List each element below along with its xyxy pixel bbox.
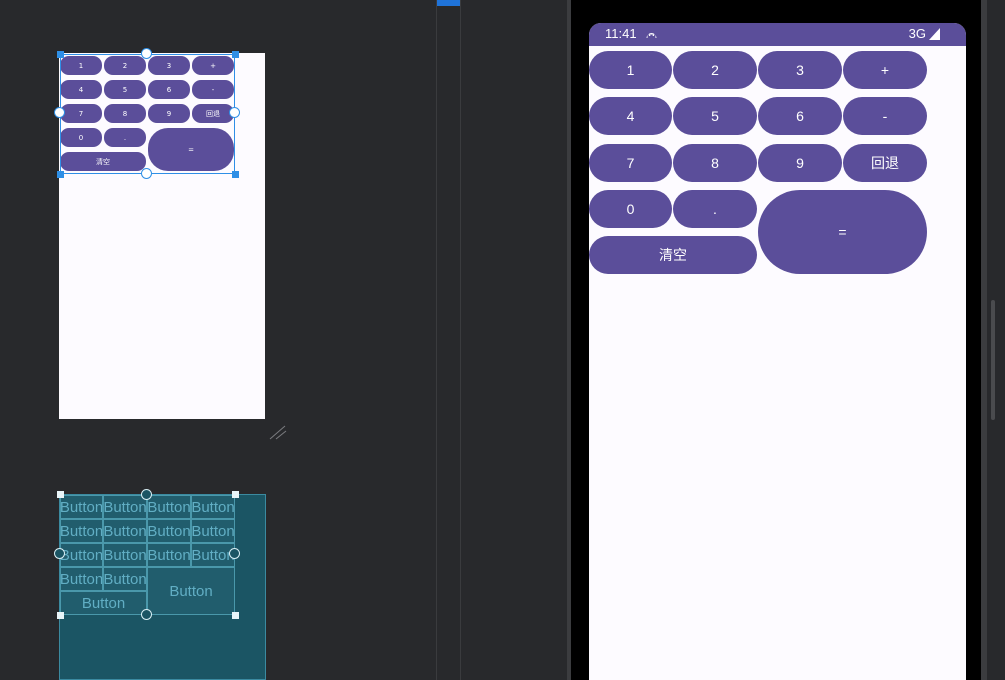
calc-button-6[interactable]: 6 bbox=[758, 97, 842, 135]
design-button-equal[interactable]: = bbox=[148, 128, 234, 171]
design-button-2[interactable]: 2 bbox=[104, 56, 146, 75]
design-button-5[interactable]: 5 bbox=[104, 80, 146, 99]
calc-button-dot[interactable]: . bbox=[673, 190, 757, 228]
blueprint-button[interactable]: Button bbox=[103, 495, 147, 519]
device-frame-edge-left bbox=[567, 0, 573, 680]
design-button-6[interactable]: 6 bbox=[148, 80, 190, 99]
design-button-plus[interactable]: + bbox=[192, 56, 234, 75]
panel-divider bbox=[460, 0, 461, 680]
blueprint-handle-top-right[interactable] bbox=[232, 491, 239, 498]
constraint-handle-bottom[interactable] bbox=[141, 168, 152, 179]
design-button-9[interactable]: 9 bbox=[148, 104, 190, 123]
signal-strength-icon bbox=[929, 28, 940, 40]
android-notification-icon bbox=[646, 33, 657, 38]
blueprint-button[interactable]: Button bbox=[191, 543, 235, 567]
blueprint-button[interactable]: Button bbox=[147, 495, 191, 519]
calc-button-0[interactable]: 0 bbox=[589, 190, 672, 228]
design-button-1[interactable]: 1 bbox=[60, 56, 102, 75]
phone-screen[interactable]: 11:41 3G 1 2 3 + 4 5 6 - 7 8 9 回退 0 . 清空… bbox=[589, 23, 966, 680]
blueprint-constraint-left[interactable] bbox=[54, 548, 65, 559]
blueprint-button[interactable]: Button bbox=[60, 495, 103, 519]
selection-outline bbox=[60, 54, 235, 174]
blueprint-button[interactable]: Button bbox=[60, 567, 103, 591]
status-bar: 11:41 3G bbox=[589, 23, 966, 46]
panel-divider bbox=[436, 0, 437, 680]
calc-button-equal[interactable]: = bbox=[758, 190, 927, 274]
resize-handle-top-right[interactable] bbox=[232, 51, 239, 58]
design-button-8[interactable]: 8 bbox=[104, 104, 146, 123]
calc-button-minus[interactable]: - bbox=[843, 97, 927, 135]
blueprint-button[interactable]: Button bbox=[60, 543, 103, 567]
design-button-clear[interactable]: 清空 bbox=[60, 152, 146, 171]
blueprint-button[interactable]: Button bbox=[103, 519, 147, 543]
blueprint-button[interactable]: Button bbox=[60, 519, 103, 543]
constraint-handle-left[interactable] bbox=[54, 107, 65, 118]
design-button-4[interactable]: 4 bbox=[60, 80, 102, 99]
canvas-resize-grip-icon[interactable] bbox=[268, 424, 288, 440]
blueprint-button[interactable]: Button bbox=[103, 567, 147, 591]
blueprint-button[interactable]: Button bbox=[147, 567, 235, 615]
active-tab-indicator[interactable] bbox=[437, 0, 460, 6]
device-frame-edge-right bbox=[981, 0, 987, 680]
calc-button-back[interactable]: 回退 bbox=[843, 144, 927, 182]
calc-button-1[interactable]: 1 bbox=[589, 51, 672, 89]
calc-button-7[interactable]: 7 bbox=[589, 144, 672, 182]
constraint-handle-top[interactable] bbox=[141, 48, 152, 59]
design-button-0[interactable]: 0 bbox=[60, 128, 102, 147]
blueprint-handle-bottom-left[interactable] bbox=[57, 612, 64, 619]
calc-button-9[interactable]: 9 bbox=[758, 144, 842, 182]
calc-button-2[interactable]: 2 bbox=[673, 51, 757, 89]
blueprint-handle-top-left[interactable] bbox=[57, 491, 64, 498]
calc-button-clear[interactable]: 清空 bbox=[589, 236, 757, 274]
resize-handle-bottom-right[interactable] bbox=[232, 171, 239, 178]
blueprint-constraint-top[interactable] bbox=[141, 489, 152, 500]
calc-button-4[interactable]: 4 bbox=[589, 97, 672, 135]
design-button-dot[interactable]: . bbox=[104, 128, 146, 147]
design-button-minus[interactable]: - bbox=[192, 80, 234, 99]
calc-button-3[interactable]: 3 bbox=[758, 51, 842, 89]
status-time: 11:41 bbox=[605, 26, 637, 41]
blueprint-button[interactable]: Button bbox=[147, 543, 191, 567]
constraint-handle-right[interactable] bbox=[229, 107, 240, 118]
blueprint-button[interactable]: Button bbox=[103, 543, 147, 567]
blueprint-constraint-bottom[interactable] bbox=[141, 609, 152, 620]
calc-button-8[interactable]: 8 bbox=[673, 144, 757, 182]
blueprint-canvas[interactable] bbox=[59, 494, 266, 680]
calc-button-plus[interactable]: + bbox=[843, 51, 927, 89]
resize-handle-bottom-left[interactable] bbox=[57, 171, 64, 178]
design-button-3[interactable]: 3 bbox=[148, 56, 190, 75]
blueprint-handle-bottom-right[interactable] bbox=[232, 612, 239, 619]
blueprint-button[interactable]: Button bbox=[191, 495, 235, 519]
design-button-7[interactable]: 7 bbox=[60, 104, 102, 123]
blueprint-constraint-right[interactable] bbox=[229, 548, 240, 559]
device-side-button[interactable] bbox=[991, 300, 995, 420]
resize-handle-top-left[interactable] bbox=[57, 51, 64, 58]
blueprint-button[interactable]: Button bbox=[147, 519, 191, 543]
blueprint-button[interactable]: Button bbox=[191, 519, 235, 543]
design-button-back[interactable]: 回退 bbox=[192, 104, 234, 123]
status-network-type: 3G bbox=[908, 26, 926, 41]
calc-button-5[interactable]: 5 bbox=[673, 97, 757, 135]
blueprint-button[interactable]: Button bbox=[60, 591, 147, 615]
